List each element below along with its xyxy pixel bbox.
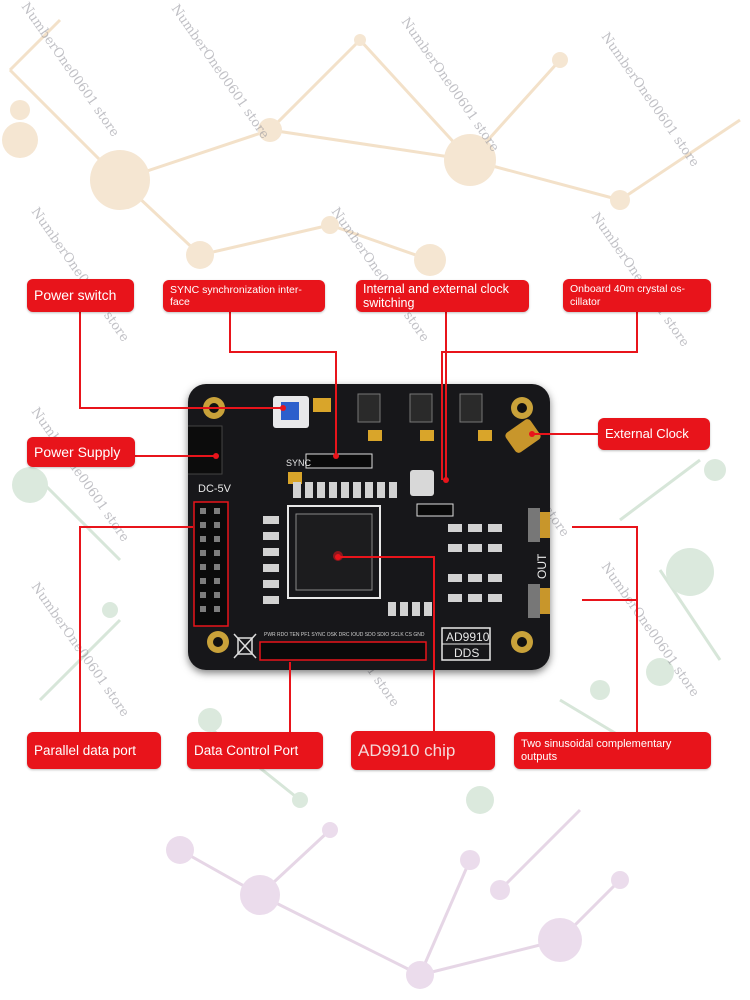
board-artwork: DC-5V SYNC OUT AD9910 DDS PWR RDO TEN PF… <box>175 393 573 661</box>
ad9910-dds-board: DC-5V SYNC OUT AD9910 DDS PWR RDO TEN PF… <box>175 384 573 670</box>
label-power-switch: Power switch <box>27 279 134 312</box>
label-text: Data Control Port <box>194 742 299 758</box>
label-external-clock: External Clock <box>598 418 710 450</box>
label-text: Parallel data port <box>34 742 137 758</box>
label-text: AD9910 chip <box>358 740 456 760</box>
label-text: Onboard 40m crystal os-cillator <box>570 283 685 308</box>
label-text: SYNC synchronization inter-face <box>170 283 302 308</box>
label-text: Power Supply <box>34 443 121 460</box>
dc-5v-silkscreen: DC-5V <box>198 483 232 495</box>
out-silkscreen: OUT <box>535 553 549 579</box>
label-text: Two sinusoidal complementary outputs <box>521 737 672 763</box>
label-power-supply: Power Supply <box>27 437 135 467</box>
sync-silkscreen: SYNC <box>286 458 312 468</box>
weee-bin-icon <box>233 633 257 659</box>
label-text: External Clock <box>605 425 689 441</box>
mounting-holes <box>203 397 533 653</box>
label-text: Internal and external clock switching <box>363 281 509 310</box>
label-crystal-oscillator: Onboard 40m crystal os-cillator <box>563 279 711 312</box>
label-sync-interface: SYNC synchronization inter-face <box>163 280 325 312</box>
label-outputs: Two sinusoidal complementary outputs <box>514 732 711 769</box>
dds-silkscreen: DDS <box>454 646 479 660</box>
label-text: Power switch <box>34 287 117 304</box>
label-data-control-port: Data Control Port <box>187 732 323 769</box>
header-pin-silkscreen: PWR RDO TEN PF1 SYNC OSK DRC IOUD SDO SD… <box>264 632 425 638</box>
label-clock-switching: Internal and external clock switching <box>356 280 529 312</box>
model-silkscreen: AD9910 <box>446 630 490 644</box>
label-parallel-data-port: Parallel data port <box>27 732 161 769</box>
label-chip: AD9910 chip <box>351 731 495 770</box>
